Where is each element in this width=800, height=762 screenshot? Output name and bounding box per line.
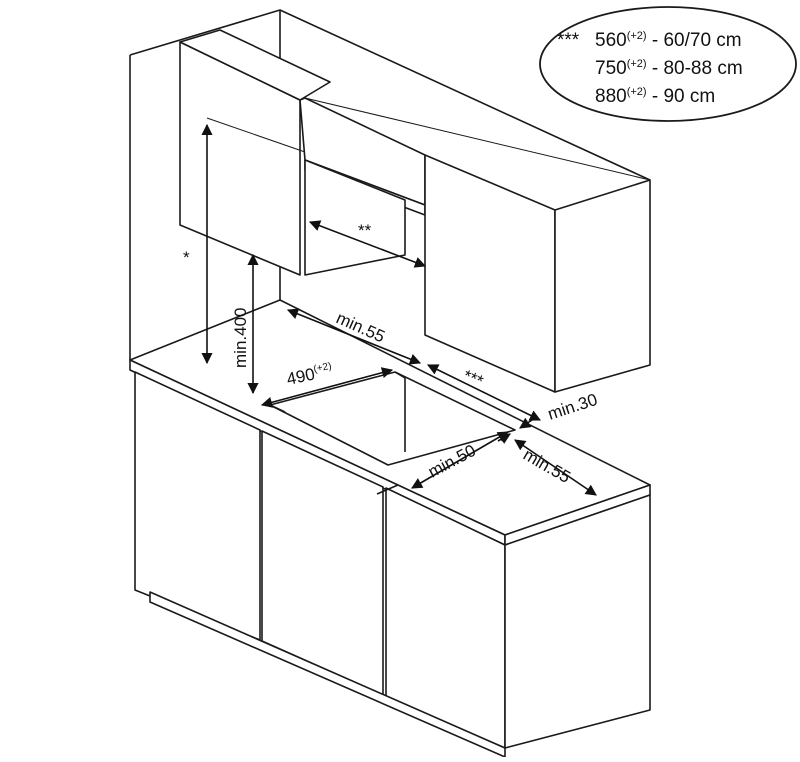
legend-tolerance: (+2)	[627, 30, 647, 42]
legend-row: 560(+2) - 60/70 cm	[595, 30, 742, 51]
min-55-back-dimension	[286, 308, 422, 365]
legend: *** 560(+2) - 60/70 cm 750(+2) - 80-88 c…	[539, 6, 797, 122]
side-clearance-dimension	[426, 364, 542, 421]
legend-hob-size: 750	[595, 58, 627, 79]
legend-ellipse	[539, 6, 797, 122]
hood-gap-dimension	[308, 220, 427, 268]
cutout-width-tolerance: (+2)	[313, 361, 333, 376]
legend-hob-size: 880	[595, 86, 627, 107]
base-cabinets	[134, 371, 651, 758]
min-55-side-dimension	[514, 439, 597, 496]
cutout-width-dimension	[260, 367, 394, 408]
side-clearance-marker-label: ***	[461, 366, 487, 391]
min-400-label: min.400	[231, 308, 250, 368]
hood-gap-marker-label: **	[358, 221, 372, 240]
min-30-label: min.30	[545, 390, 599, 424]
legend-range: - 80-88 cm	[647, 58, 743, 79]
legend-tolerance: (+2)	[627, 86, 647, 98]
legend-tolerance: (+2)	[627, 58, 647, 70]
dimension-lines	[201, 117, 597, 496]
legend-marker: ***	[557, 30, 580, 51]
min-30-arrow-a	[519, 417, 536, 429]
legend-range: - 90 cm	[647, 86, 716, 107]
legend-range: - 60/70 cm	[647, 30, 742, 51]
legend-hob-size: 560	[595, 30, 627, 51]
min-50-dimension	[411, 431, 509, 489]
legend-row: 880(+2) - 90 cm	[595, 86, 715, 107]
legend-row: 750(+2) - 80-88 cm	[595, 58, 743, 79]
height-marker-label: *	[183, 248, 190, 267]
cutout-width-label: 490(+2)	[285, 361, 334, 389]
